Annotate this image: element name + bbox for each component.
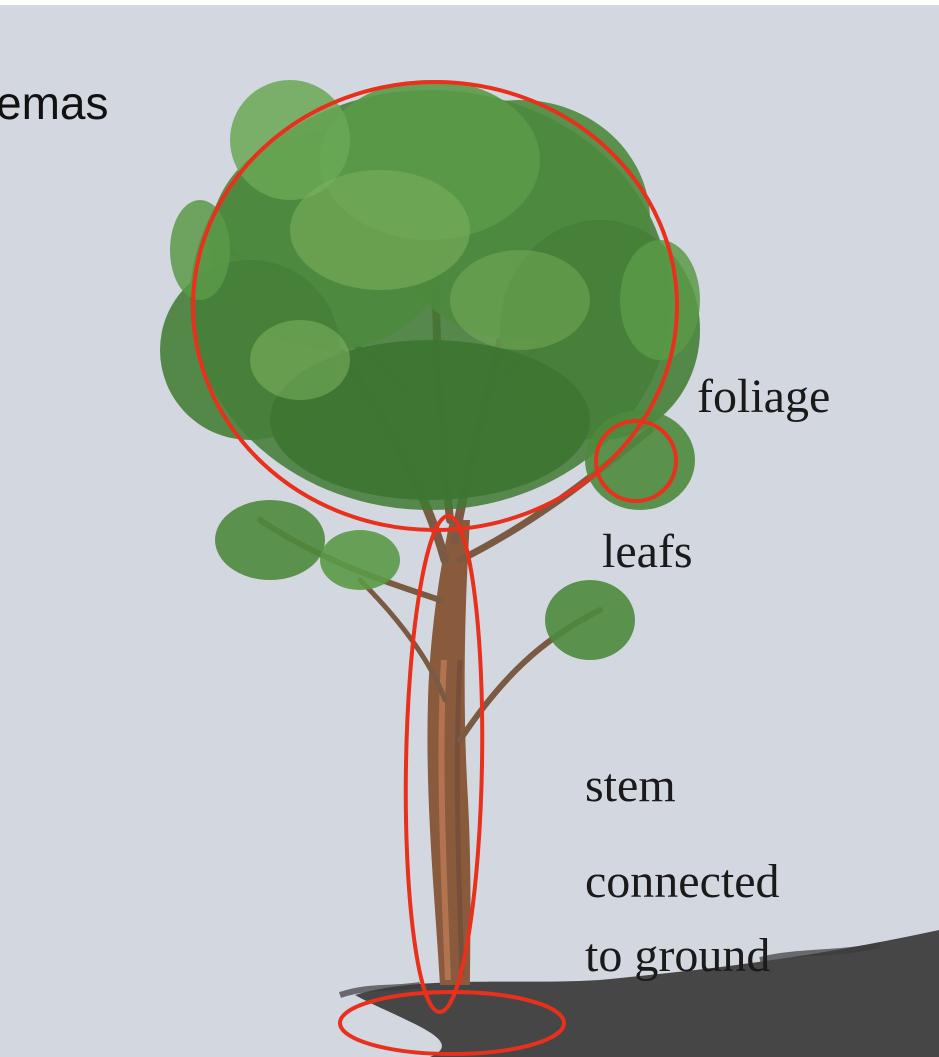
leaf-highlight [290,170,470,290]
ground-label-line2: to ground [585,932,770,980]
leaf-cluster [215,500,325,580]
tree-trunk [427,520,470,985]
page-heading: emas [0,80,108,126]
trunk-main [427,520,470,985]
leaf-cluster [620,240,700,360]
leaf-cluster [545,580,635,660]
leaf-highlight [450,250,590,350]
foliage-label: foliage [697,373,830,421]
leaf-highlight [250,320,350,400]
ground-label-line1: connected [585,858,780,906]
stem-label: stem [585,762,676,810]
leaf-cluster [320,530,400,590]
leafs-label: leafs [602,528,693,576]
